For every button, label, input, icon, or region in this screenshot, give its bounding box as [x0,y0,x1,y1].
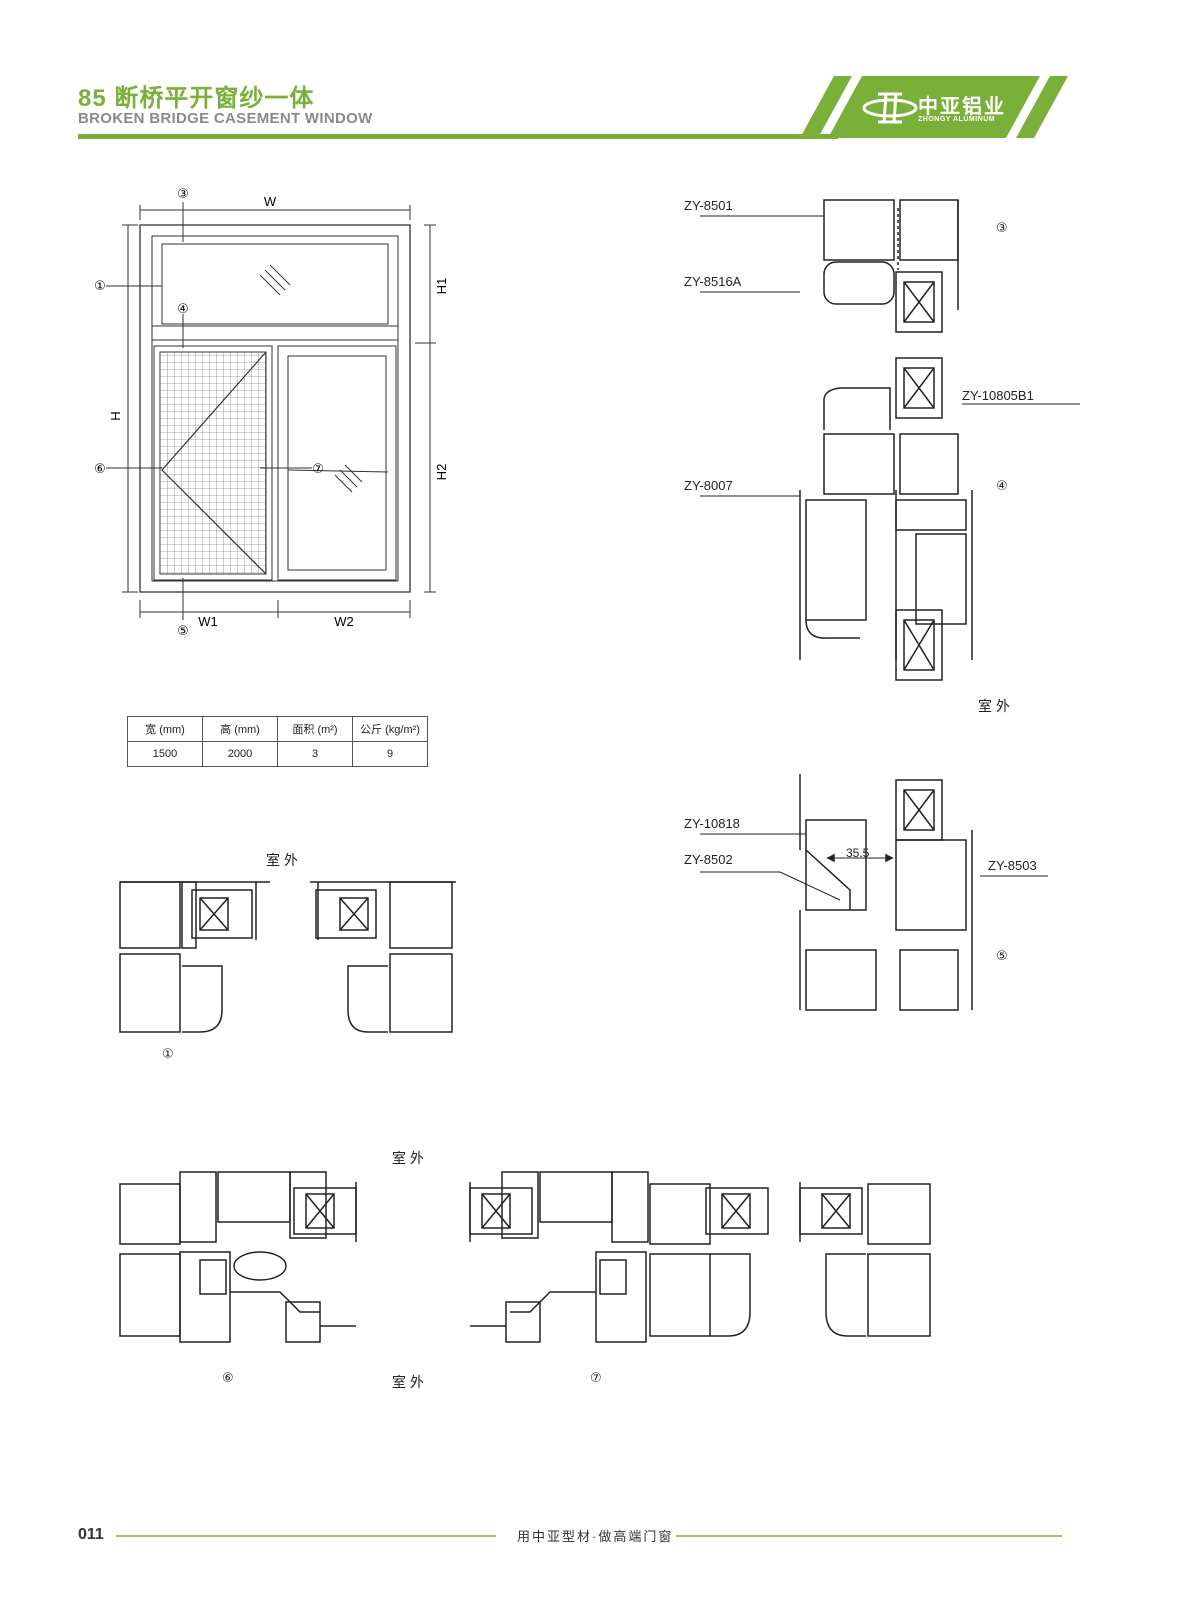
outdoor-label-middle: 室 外 [266,852,298,868]
marker-3: ③ [177,187,189,202]
spec-header-weight: 公斤 (kg/m²) [352,716,428,742]
spec-table: 宽 (mm) 高 (mm) 面积 (m²) 公斤 (kg/m²) 1500 20… [127,716,428,767]
dim-w1-label: W1 [198,614,218,629]
profile-label-zy8007: ZY-8007 [684,478,733,493]
section-marker-3: ③ [996,220,1008,235]
footer-rule-left [116,1535,496,1537]
profile-label-zy8503: ZY-8503 [988,858,1037,873]
spec-value-area: 3 [277,741,353,767]
section-drawing-6-7 [119,1171,931,1343]
spec-value-row: 1500 2000 3 9 [127,741,428,767]
marker-7: ⑦ [312,462,324,477]
spec-header-height: 高 (mm) [202,716,278,742]
section-marker-4: ④ [996,478,1008,493]
section-drawing-1 [119,881,456,1033]
logo-text-en: ZHONGY ALUMINUM [918,116,996,123]
spec-value-width: 1500 [127,741,203,767]
page-title: 85 断桥平开窗纱一体 [78,85,315,112]
logo-mark-icon [862,92,918,124]
profile-label-zy8501: ZY-8501 [684,198,733,213]
spec-header-width: 宽 (mm) [127,716,203,742]
dim-h1-label: H1 [434,278,449,295]
profile-label-zy8502: ZY-8502 [684,852,733,867]
dim-h2-label: H2 [434,464,449,481]
marker-5: ⑤ [177,624,189,639]
brand-logo: 中亚铝业 ZHONGY ALUMINUM [800,76,1100,140]
dim-w2-label: W2 [334,614,354,629]
outdoor-label-bottom: 室 外 [392,1374,424,1390]
outdoor-label-bottom-top: 室 外 [392,1150,424,1166]
marker-1: ① [94,279,106,294]
section-marker-5: ⑤ [996,948,1008,963]
dim-h-label: H [108,411,123,420]
section-marker-7: ⑦ [590,1370,602,1385]
window-elevation-drawing: W H H1 H2 W1 W2 ③ ① ④ ⑥ ⑦ ⑤ [94,187,449,639]
spec-value-weight: 9 [352,741,428,767]
spec-header-area: 面积 (m²) [277,716,353,742]
profile-label-zy8516a: ZY-8516A [684,274,742,289]
marker-6: ⑥ [94,462,106,477]
spec-header-row: 宽 (mm) 高 (mm) 面积 (m²) 公斤 (kg/m²) [127,716,428,742]
profile-label-zy10805b1: ZY-10805B1 [962,388,1034,403]
outdoor-label-right: 室 外 [978,698,1010,714]
section-drawing-right [700,199,1080,1011]
logo-banner-shape [800,76,1068,138]
marker-4: ④ [177,302,189,317]
page-number: 011 [78,1526,104,1543]
logo-text-cn: 中亚铝业 [918,96,1006,118]
dimension-35-5: 35.5 [846,846,870,860]
section-marker-1: ① [162,1046,174,1061]
footer-rule-right [676,1535,1062,1537]
spec-value-height: 2000 [202,741,278,767]
dim-w-label: W [264,194,277,209]
header-rule [78,134,838,139]
section-marker-6: ⑥ [222,1370,234,1385]
footer-slogan: 用中亚型材·做高端门窗 [517,1529,674,1544]
profile-label-zy10818: ZY-10818 [684,816,740,831]
page-subtitle: BROKEN BRIDGE CASEMENT WINDOW [78,110,373,127]
